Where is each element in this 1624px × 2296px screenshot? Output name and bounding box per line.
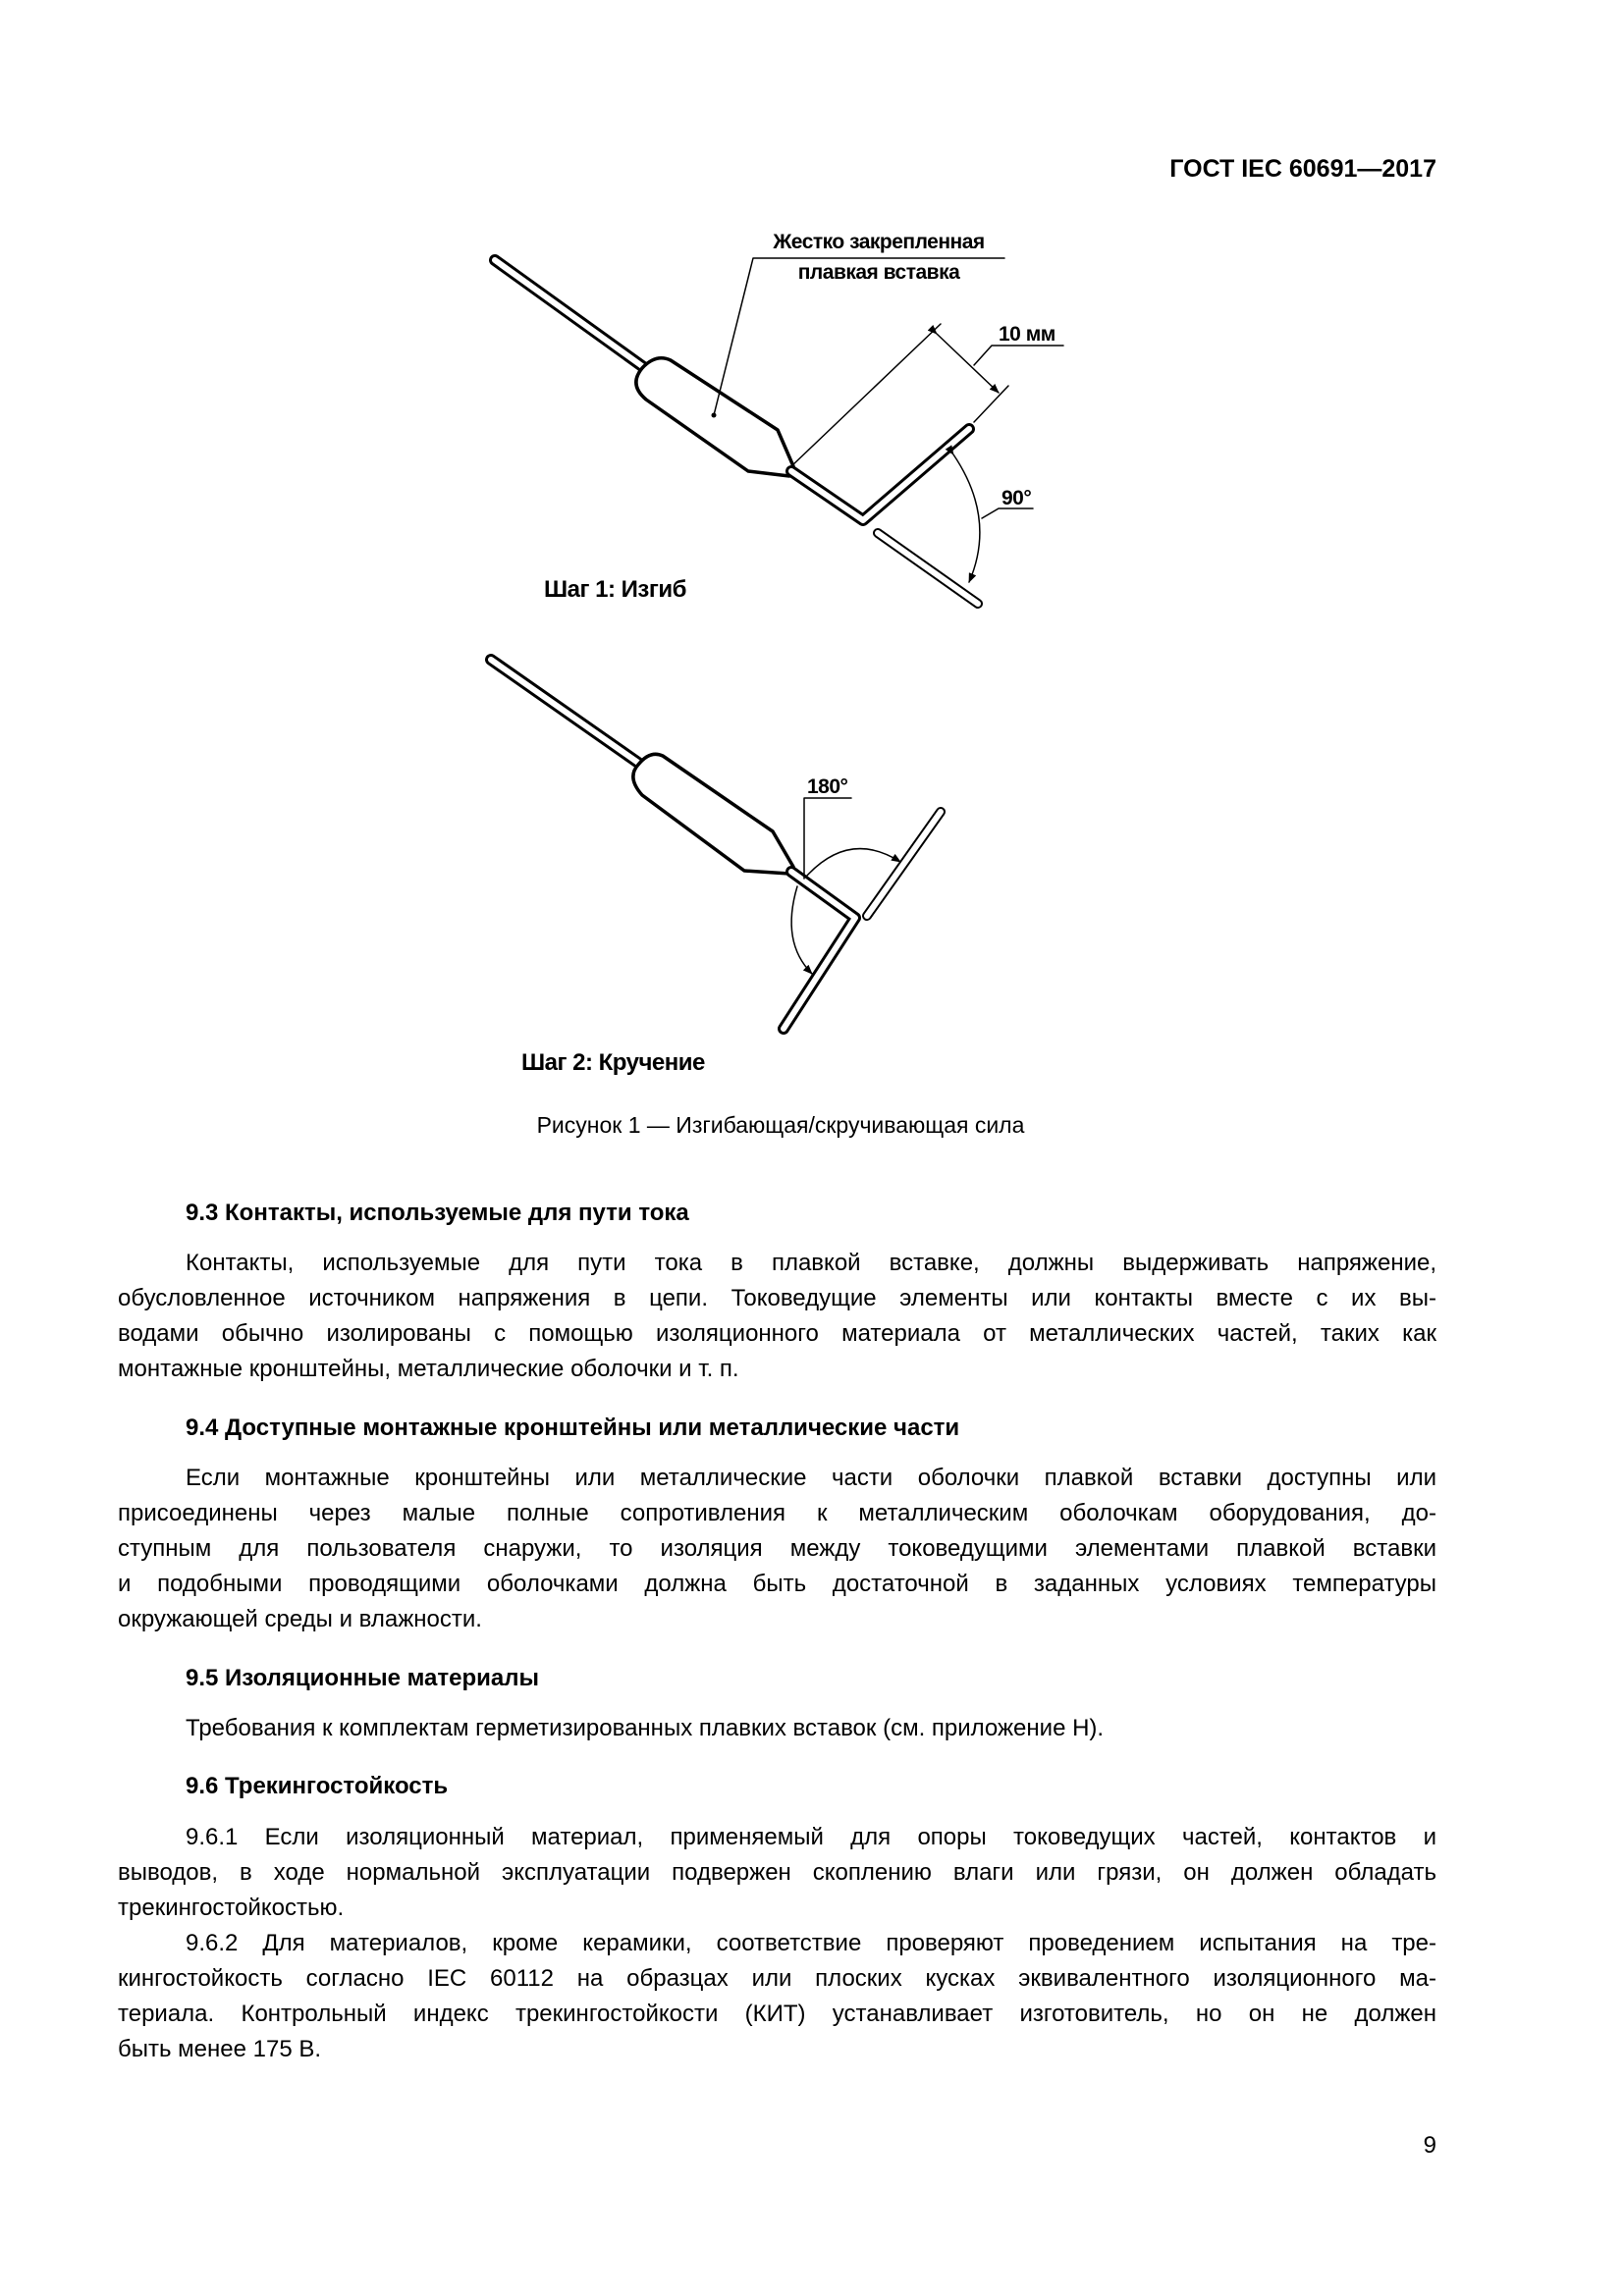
dimension-label: 10 мм — [999, 323, 1056, 346]
paragraph-line: ступным для пользователя снаружи, то изо… — [118, 1535, 1436, 1562]
figure-1-drawing: Жестко закрепленная плавкая вставка 10 м… — [485, 231, 1064, 1076]
paragraph-line: 9.6.1 Если изоляционный материал, примен… — [186, 1824, 1436, 1850]
paragraph-line: кингостойкость согласно IEC 60112 на обр… — [118, 1965, 1436, 1992]
paragraph-line: монтажные кронштейны, металлические обол… — [118, 1356, 739, 1382]
paragraph-line: трекингостойкостью. — [118, 1895, 345, 1921]
figure-caption: Рисунок 1 — Изгибающая/скручивающая сила — [536, 1112, 1025, 1138]
paragraph-line: обусловленное источником напряжения в це… — [118, 1285, 1436, 1311]
paragraph-line: выводов, в ходе нормальной эксплуатации … — [118, 1859, 1436, 1886]
step1-label: Шаг 1: Изгиб — [544, 576, 686, 603]
document-header: ГОСТ IEC 60691—2017 — [1169, 155, 1436, 183]
step2-fuse-drawing — [485, 654, 946, 1035]
paragraph-line: 9.6.2 Для материалов, кроме керамики, со… — [186, 1930, 1436, 1956]
section-heading-9-4: 9.4 Доступные монтажные кронштейны или м… — [186, 1415, 960, 1441]
step2-label: Шаг 2: Кручение — [521, 1049, 705, 1076]
paragraph-line: присоединены через малые полные сопротив… — [118, 1500, 1436, 1526]
paragraph-line: окружающей среды и влажности. — [118, 1606, 482, 1632]
paragraph-line: водами обычно изолированы с помощью изол… — [118, 1320, 1436, 1347]
paragraph-line: Если монтажные кронштейны или металличес… — [186, 1465, 1436, 1491]
paragraph-line: и подобными проводящими оболочками должн… — [118, 1571, 1436, 1597]
paragraph-line: быть менее 175 В. — [118, 2036, 322, 2062]
paragraph-line: Требования к комплектам герметизированны… — [186, 1715, 1105, 1741]
paragraph-line: Контакты, используемые для пути тока в п… — [186, 1250, 1436, 1276]
angle-180-label: 180° — [807, 775, 848, 798]
section-heading-9-5: 9.5 Изоляционные материалы — [186, 1665, 539, 1691]
section-heading-9-6: 9.6 Трекингостойкость — [186, 1773, 449, 1799]
page-number: 9 — [1423, 2132, 1436, 2159]
step1-fuse-drawing — [489, 254, 1064, 609]
fixed-fuse-label-line2: плавкая вставка — [798, 261, 960, 284]
angle-90-label: 90° — [1001, 487, 1031, 509]
fixed-fuse-label-line1: Жестко закрепленная — [772, 231, 984, 253]
paragraph-line: териала. Контрольный индекс трекингостой… — [118, 2001, 1436, 2027]
section-heading-9-3: 9.3 Контакты, используемые для пути тока — [186, 1200, 689, 1226]
